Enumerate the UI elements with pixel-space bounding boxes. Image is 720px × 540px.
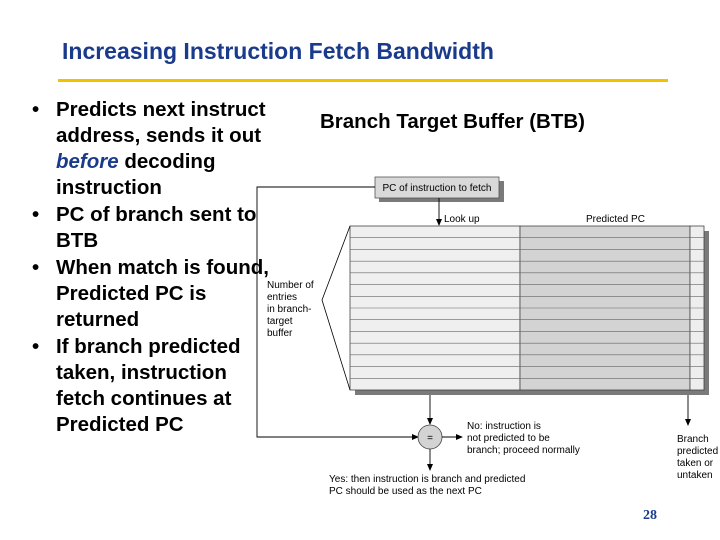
title-underline: [58, 79, 668, 82]
bullet-dot: •: [32, 98, 40, 121]
yes-label: Yes: then instruction is branch and pred…: [329, 474, 528, 497]
bullet-text: When match is found, Predicted PC is ret…: [56, 256, 269, 331]
pc-box-label: PC of instruction to fetch: [383, 183, 492, 194]
bullet-dot: •: [32, 256, 40, 279]
bullet-dot: •: [32, 203, 40, 226]
comparator-symbol: =: [427, 433, 433, 444]
bullet-text: decoding instruction: [56, 150, 216, 199]
bullet-item: • When match is found, Predicted PC is re…: [30, 255, 270, 333]
no-label: No: instruction is not predicted to be b…: [467, 421, 580, 456]
lookup-label: Look up: [444, 214, 480, 225]
bullet-text: PC of branch sent to BTB: [56, 203, 257, 252]
table-row-lines: [350, 237, 704, 379]
predicted-pc-label: Predicted PC: [586, 214, 645, 225]
bullet-text: Predicts next instruct address, sends it…: [56, 98, 266, 147]
slide-title: Increasing Instruction Fetch Bandwidth: [62, 38, 494, 64]
bullet-dot: •: [32, 335, 40, 358]
diagram-title: Branch Target Buffer (BTB): [320, 110, 585, 133]
branch-label: Branch predicted taken or untaken: [677, 434, 720, 481]
bullet-item: • PC of branch sent to BTB: [30, 202, 270, 254]
entries-brace: [321, 225, 351, 391]
bullet-emphasis: before: [56, 150, 119, 173]
bullet-item: • If branch predicted taken, instruction …: [30, 334, 270, 438]
btb-table: [349, 225, 705, 391]
page-number: 28: [643, 508, 657, 523]
entries-label: Number of entries in branch- target buff…: [267, 280, 316, 339]
pc-box: [374, 176, 500, 199]
pc-compare-line: [256, 186, 419, 440]
bullet-text: If branch predicted taken, instruction f…: [56, 335, 241, 436]
bullet-item: • Predicts next instruct address, sends i…: [30, 97, 270, 201]
bullet-list: • Predicts next instruct address, sends i…: [30, 97, 270, 439]
